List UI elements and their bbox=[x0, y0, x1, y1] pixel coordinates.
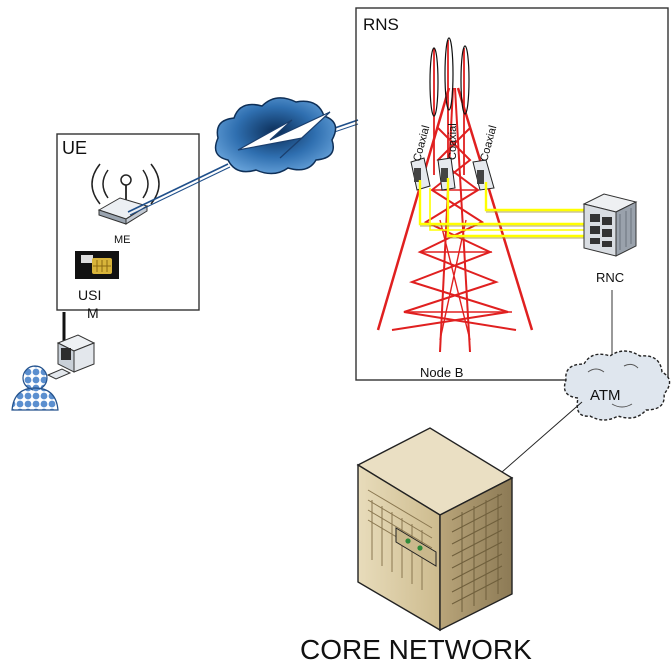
antenna-radiators bbox=[429, 37, 470, 117]
node-b-label: Node B bbox=[420, 365, 463, 380]
sim-card-icon bbox=[75, 251, 119, 279]
antenna-heads bbox=[410, 157, 495, 191]
ue-box bbox=[56, 133, 200, 311]
user-icon bbox=[11, 365, 59, 411]
ue-group: UE ME USI M bbox=[56, 133, 200, 321]
usim-label-line1: USI bbox=[78, 287, 101, 303]
rnc-label: RNC bbox=[596, 270, 624, 285]
rns-group: RNS bbox=[355, 7, 669, 381]
core-network-label: CORE NETWORK bbox=[300, 634, 532, 665]
coaxial-feeders bbox=[418, 178, 588, 238]
mainframe-icon bbox=[356, 427, 514, 632]
atm-cloud-icon bbox=[563, 350, 671, 421]
feeder-shadows bbox=[420, 211, 588, 239]
coaxial-label-2: Coaxial bbox=[447, 123, 459, 160]
rns-box bbox=[355, 7, 669, 381]
me-label: ME bbox=[114, 234, 131, 246]
computer-icon bbox=[46, 334, 96, 380]
wireless-router-icon bbox=[91, 163, 160, 225]
rns-label: RNS bbox=[363, 15, 399, 34]
server-rack-icon bbox=[582, 193, 638, 257]
ue-label: UE bbox=[62, 138, 87, 158]
usim-label-line2: M bbox=[87, 305, 99, 321]
transmission-tower-icon bbox=[376, 40, 534, 353]
lightning-bolt-icon bbox=[237, 111, 331, 159]
atm-label: ATM bbox=[590, 387, 621, 404]
